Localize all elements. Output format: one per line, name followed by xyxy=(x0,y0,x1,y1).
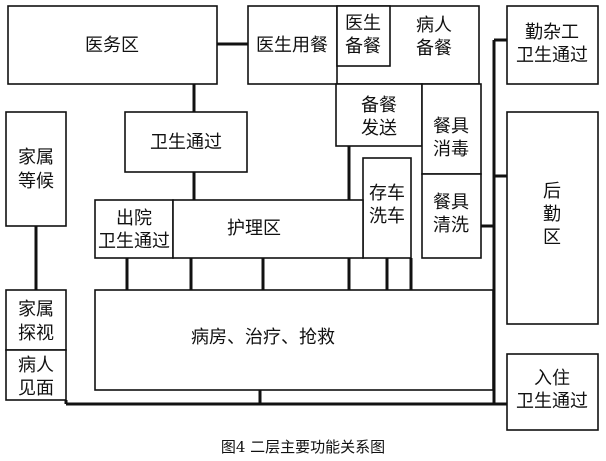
label-cunche-1: 存车 xyxy=(369,183,405,204)
label-jiashu-tanshi-2: 探视 xyxy=(18,323,54,344)
node-yiwuqu-box xyxy=(7,5,218,85)
label-jiashu-denghou-2: 等候 xyxy=(18,171,54,192)
label-houqinqu-1: 后 xyxy=(543,181,561,202)
boxes xyxy=(5,5,599,431)
connectors xyxy=(34,38,507,406)
label-canju-xiaodu-2: 消毒 xyxy=(433,139,469,160)
label-jiashu-denghou-1: 家属 xyxy=(18,147,54,168)
label-qinzagong-1: 勤杂工 xyxy=(525,22,579,43)
label-jiashu-tanshi-1: 家属 xyxy=(18,299,54,320)
label-canju-xiaodu-1: 餐具 xyxy=(433,116,469,137)
node-chuyuan-box xyxy=(94,199,174,259)
label-ruzhu-1: 入住 xyxy=(534,368,570,389)
label-hulique: 护理区 xyxy=(227,218,281,239)
node-beican-fasong-box xyxy=(335,83,423,147)
label-bingren-jianmian-1: 病人 xyxy=(18,355,54,376)
node-qinzagong-box xyxy=(506,5,599,85)
label-chuyuan-1: 出院 xyxy=(116,208,152,229)
label-canju-qingxi-1: 餐具 xyxy=(433,192,469,213)
label-yishengyongcan: 医生用餐 xyxy=(256,35,328,56)
label-houqinqu-2: 勤 xyxy=(543,204,561,225)
node-ruzhu-box xyxy=(506,353,599,431)
label-yisheng-beican-2: 备餐 xyxy=(345,36,381,57)
label-beican-fasong-2: 发送 xyxy=(361,118,397,139)
node-yisheng-beican-box xyxy=(336,5,391,67)
node-houqinqu-box xyxy=(506,111,599,325)
label-yiwuqu: 医务区 xyxy=(85,35,139,56)
node-jiashu-tanshi-box xyxy=(5,289,67,351)
label-weisheng: 卫生通过 xyxy=(150,132,222,153)
node-canju-qingxi-box xyxy=(421,173,482,259)
label-cunche-2: 洗车 xyxy=(369,206,405,227)
node-bingren-jianmian-box xyxy=(5,349,67,401)
label-yisheng-beican-1: 医生 xyxy=(345,13,381,34)
labels: 医务区 医生用餐 医生 备餐 病人 备餐 卫生通过 备餐 发送 餐具 消毒 存车… xyxy=(18,13,588,456)
node-weisheng-box xyxy=(124,111,248,173)
figure-caption: 图4 二层主要功能关系图 xyxy=(221,438,385,456)
node-cunche-box xyxy=(362,157,412,259)
label-ruzhu-2: 卫生通过 xyxy=(516,391,588,412)
node-hulique-box xyxy=(172,199,364,259)
label-houqinqu-3: 区 xyxy=(543,227,561,248)
node-bingfang-box xyxy=(94,289,494,391)
node-jiashu-denghou-box xyxy=(5,111,67,227)
label-canju-qingxi-2: 清洗 xyxy=(433,215,469,236)
label-bingren-beican-2: 备餐 xyxy=(416,38,452,59)
label-bingren-jianmian-2: 见面 xyxy=(18,378,54,399)
label-qinzagong-2: 卫生通过 xyxy=(516,45,588,66)
label-bingfang: 病房、治疗、抢救 xyxy=(191,327,335,348)
label-chuyuan-2: 卫生通过 xyxy=(98,231,170,252)
label-beican-fasong-1: 备餐 xyxy=(361,95,397,116)
label-bingren-beican-1: 病人 xyxy=(416,15,452,36)
